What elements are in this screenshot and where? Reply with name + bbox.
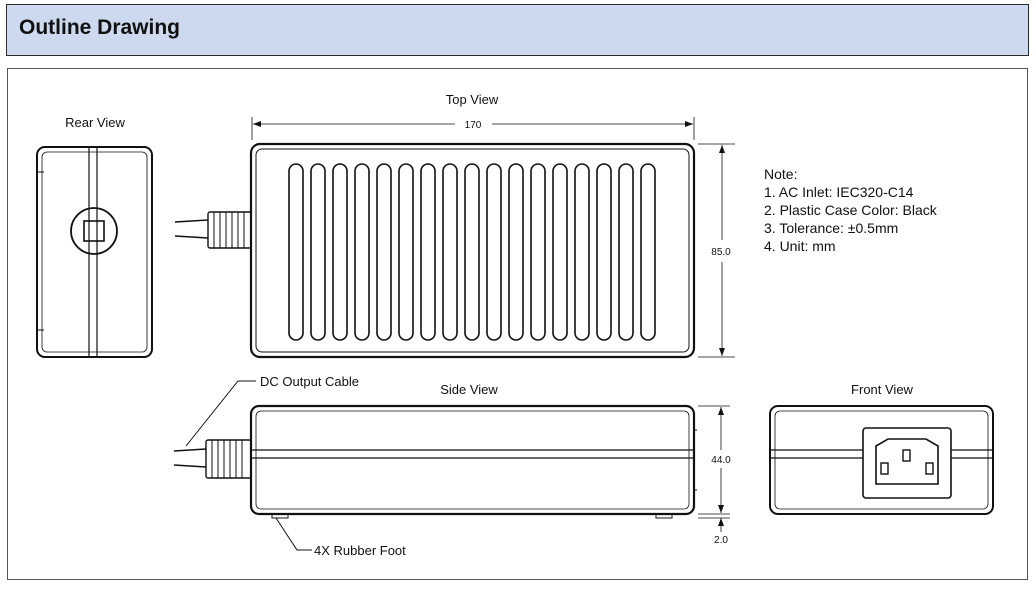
side-view-label: Side View (440, 382, 498, 397)
front-view: Front View (769, 382, 994, 515)
width-value: 85.0 (711, 247, 731, 258)
foot-callout: 4X Rubber Foot (275, 517, 406, 558)
front-view-label: Front View (851, 382, 914, 397)
notes-heading: Note: (764, 166, 797, 182)
section-title: Outline Drawing (19, 16, 181, 39)
note-item-4: 4. Unit: mm (764, 238, 836, 254)
note-item-2: 2. Plastic Case Color: Black (764, 202, 938, 218)
rear-view: Rear View (36, 115, 153, 358)
top-view-label: Top View (446, 92, 499, 107)
note-item-3: 3. Tolerance: ±0.5mm (764, 220, 898, 236)
note-item-1: 1. AC Inlet: IEC320-C14 (764, 184, 914, 200)
foot-dimension: 2.0 (714, 518, 728, 546)
length-dimension: 170 (251, 117, 695, 140)
side-cable (173, 439, 252, 479)
foot-callout-label: 4X Rubber Foot (314, 543, 406, 558)
foot-height-value: 2.0 (714, 535, 728, 546)
vent-slots (288, 163, 656, 341)
drawing-frame (7, 68, 1028, 580)
cable-callout: DC Output Cable (185, 374, 359, 447)
height-dimension: 44.0 (698, 405, 731, 519)
section-header: Outline Drawing (6, 4, 1029, 56)
ac-inlet (862, 427, 952, 499)
length-value: 170 (465, 120, 482, 131)
top-cable (174, 211, 252, 249)
rear-view-label: Rear View (65, 115, 125, 130)
side-view: Side View 44 (173, 382, 731, 546)
width-dimension: 85.0 (698, 143, 735, 358)
notes: Note: 1. AC Inlet: IEC320-C14 2. Plastic… (764, 166, 938, 254)
top-view: Top View 170 (174, 92, 735, 359)
height-value: 44.0 (711, 455, 731, 466)
cable-callout-label: DC Output Cable (260, 374, 359, 389)
